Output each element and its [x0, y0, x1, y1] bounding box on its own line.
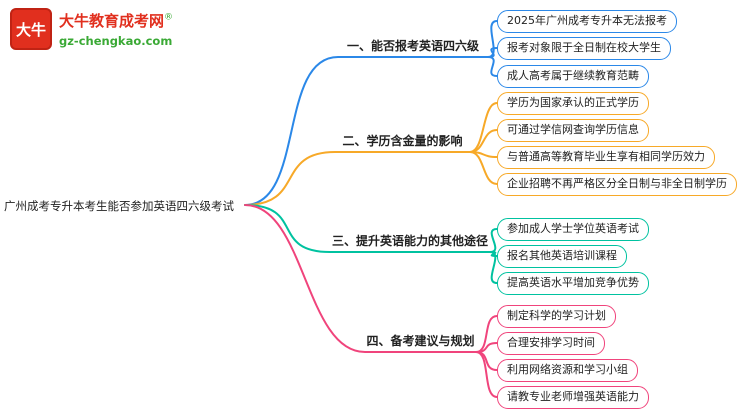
brand-domain: gz-chengkao.com	[59, 34, 173, 48]
mindmap-node: 制定科学的学习计划	[497, 305, 616, 328]
branch-1-main-connector	[244, 56, 489, 206]
branch-2-child-connector	[469, 129, 498, 153]
mindmap-node: 报考对象限于全日制在校大学生	[497, 37, 671, 60]
registered-mark: ®	[164, 12, 174, 23]
branch-1-child-connector	[487, 47, 498, 58]
brand-name: 大牛教育成考网	[59, 12, 165, 30]
mindmap-node: 请教专业老师增强英语能力	[497, 386, 649, 409]
branch-label-3: 三、提升英语能力的其他途径	[331, 234, 488, 248]
branch-label-1: 一、能否报考英语四六级	[346, 39, 479, 53]
site-logo: 大牛 大牛教育成考网® gz-chengkao.com	[10, 8, 173, 50]
branch-3-child-connector	[489, 228, 498, 253]
mindmap-node: 企业招聘不再严格区分全日制与非全日制学历	[497, 173, 737, 196]
mindmap-node: 参加成人学士学位英语考试	[497, 218, 649, 241]
branch-4-child-connector	[475, 351, 498, 398]
mindmap-node: 合理安排学习时间	[497, 332, 605, 355]
branch-label-2: 二、学历含金量的影响	[342, 134, 463, 148]
branch-label-4: 四、备考建议与规划	[366, 334, 475, 348]
branch-2-child-connector	[469, 102, 498, 153]
mindmap-node: 2025年广州成考专升本无法报考	[497, 10, 677, 33]
branch-4-child-connector	[475, 351, 498, 371]
branch-2-child-connector	[469, 151, 498, 185]
branch-3-main-connector	[244, 204, 491, 253]
mindmap-node: 成人高考属于继续教育范畴	[497, 65, 649, 88]
mindmap-node: 提高英语水平增加竞争优势	[497, 272, 649, 295]
branch-1-child-connector	[487, 56, 498, 77]
mindmap-node: 利用网络资源和学习小组	[497, 359, 638, 382]
mindmap-node: 可通过学信网查询学历信息	[497, 119, 649, 142]
mindmap-node: 与普通高等教育毕业生享有相同学历效力	[497, 146, 715, 169]
logo-bull-icon: 大牛	[10, 8, 52, 50]
branch-3-child-connector	[489, 251, 498, 284]
mindmap-node: 学历为国家承认的正式学历	[497, 92, 649, 115]
branch-4-main-connector	[244, 204, 477, 353]
branch-2-main-connector	[244, 151, 471, 206]
mindmap-node: 报名其他英语培训课程	[497, 245, 627, 268]
mindmap-root-node: 广州成考专升本考生能否参加英语四六级考试	[4, 199, 234, 213]
logo-text-block: 大牛教育成考网® gz-chengkao.com	[59, 10, 173, 48]
